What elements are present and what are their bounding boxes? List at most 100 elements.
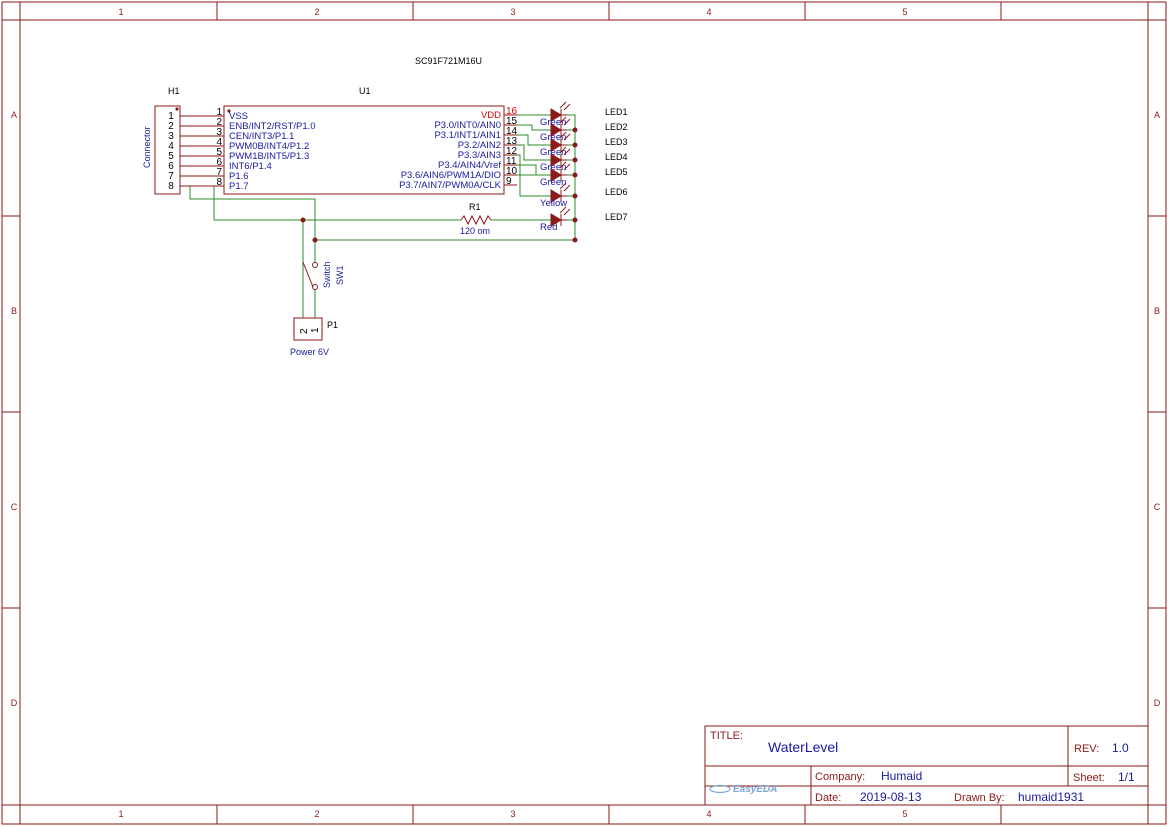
- led-arrow: [563, 208, 571, 216]
- u1-right-pin-number: 12: [506, 146, 518, 157]
- rev-label: REV:: [1074, 743, 1099, 755]
- led-arrow: [563, 184, 571, 192]
- sw1-designator: SW1: [335, 265, 345, 285]
- r1-value: 120 om: [460, 226, 490, 236]
- h1-pin-number: 3: [168, 131, 174, 142]
- wires: [189, 114, 576, 318]
- row-dividers: [2, 215, 1166, 609]
- led-arrow: [563, 163, 571, 171]
- led-triangle: [550, 213, 562, 227]
- title-label: TITLE:: [710, 730, 743, 742]
- led-4[interactable]: Green LED4: [540, 146, 628, 173]
- row-label-b-right: B: [1154, 306, 1160, 316]
- led-arrow: [563, 118, 571, 126]
- led-arrow: [559, 182, 567, 190]
- resistor-r1[interactable]: R1 120 om: [460, 202, 492, 236]
- col-label-5-bottom: 5: [902, 809, 907, 819]
- u1-left-pin-name: INT6/P1.4: [229, 161, 272, 172]
- led-arrow: [559, 131, 567, 139]
- u1-right-pin-number: 16: [506, 106, 518, 117]
- sw1-value: Switch: [322, 261, 332, 288]
- led-arrow: [563, 148, 571, 156]
- col-label-4: 4: [706, 7, 711, 17]
- easyeda-logo: EasyEDA: [709, 784, 777, 795]
- led-arrow: [559, 161, 567, 169]
- u1-right-pin-number: 14: [506, 126, 518, 137]
- u1-left-pin-number: 7: [216, 167, 222, 178]
- led-color-label: Green: [540, 162, 566, 173]
- u1-right-pin-name: P3.1/INT1/AIN1: [434, 130, 501, 141]
- row-label-b: B: [11, 306, 17, 316]
- led-triangle: [550, 108, 562, 122]
- u1-left-pin-name: ENB/INT2/RST/P1.0: [229, 121, 316, 132]
- row-label-d-right: D: [1154, 698, 1161, 708]
- h1-pin-number: 7: [168, 171, 174, 182]
- u1-left-pin-number: 5: [216, 147, 222, 158]
- p1-designator: P1: [327, 320, 338, 330]
- u1-left-pin-number: 6: [216, 157, 222, 168]
- title-block: TITLE: WaterLevel REV: 1.0 Company: Huma…: [704, 725, 1149, 806]
- r1-designator: R1: [469, 202, 481, 212]
- inner-frame: [19, 19, 1149, 806]
- u1-left-pin-number: 1: [216, 107, 222, 118]
- junctions: [300, 127, 578, 243]
- led-name-label: LED6: [605, 187, 628, 197]
- led-triangle: [550, 189, 562, 203]
- switch-sw1[interactable]: Switch SW1: [302, 261, 345, 290]
- led-color-label: Yellow: [540, 198, 567, 209]
- led-name-label: LED4: [605, 152, 628, 162]
- h1-pin-number: 8: [168, 181, 174, 192]
- u1-right-pin-name: P3.2/AIN2: [458, 140, 501, 151]
- power-connector-p1[interactable]: 2 1 P1 Power 6V: [290, 317, 338, 357]
- h1-pin-number: 4: [168, 141, 174, 152]
- column-dividers: [216, 2, 1002, 824]
- p1-pin-1: 1: [310, 327, 321, 333]
- led-arrow: [559, 116, 567, 124]
- h1-pin-number: 5: [168, 151, 174, 162]
- led-arrow: [563, 133, 571, 141]
- company-label: Company:: [815, 771, 865, 783]
- col-label-1-bottom: 1: [118, 809, 123, 819]
- led-name-label: LED2: [605, 122, 628, 132]
- row-label-a-right: A: [1154, 110, 1160, 120]
- led-triangle: [550, 153, 562, 167]
- u1-right-pin-name: P3.0/INT0/AIN0: [434, 120, 501, 131]
- col-label-1: 1: [118, 7, 123, 17]
- u1-left-pin-name: P1.6: [229, 171, 249, 182]
- u1-right-pin-number: 11: [506, 156, 517, 167]
- h1-pin-number: 2: [168, 121, 174, 132]
- led-color-label: Green: [540, 177, 566, 188]
- led-arrow: [559, 206, 567, 214]
- date-label: Date:: [815, 792, 841, 804]
- col-label-2: 2: [314, 7, 319, 17]
- led-array: GreenLED1GreenLED2GreenLED3GreenLED4Gree…: [540, 101, 628, 233]
- led-6[interactable]: Yellow LED6: [540, 182, 628, 209]
- drawn-by-value: humaid1931: [1018, 790, 1084, 804]
- col-label-5: 5: [902, 7, 907, 17]
- h1-pin-number: 1: [168, 111, 174, 122]
- u1-right-pins: 16VDD15P3.0/INT0/AIN014P3.1/INT1/AIN113P…: [399, 106, 517, 191]
- p1-value: Power 6V: [290, 347, 329, 357]
- led-name-label: LED3: [605, 137, 628, 147]
- sheet-value: 1/1: [1118, 770, 1135, 784]
- u1-left-pin-name: VSS: [229, 111, 248, 122]
- u1-right-pin-name: P3.7/AIN7/PWM0A/CLK: [399, 180, 502, 191]
- u1-left-pin-name: P1.7: [229, 181, 249, 192]
- row-label-d: D: [11, 698, 18, 708]
- led-name-label: LED7: [605, 212, 628, 222]
- col-label-3-bottom: 3: [510, 809, 515, 819]
- u1-right-pin-name: P3.6/AIN6/PWM1A/DIO: [401, 170, 501, 181]
- led-arrow: [563, 103, 571, 111]
- drawn-by-label: Drawn By:: [954, 792, 1005, 804]
- led-triangle: [550, 168, 562, 182]
- col-label-3: 3: [510, 7, 515, 17]
- u1-part-number: SC91F721M16U: [415, 56, 482, 66]
